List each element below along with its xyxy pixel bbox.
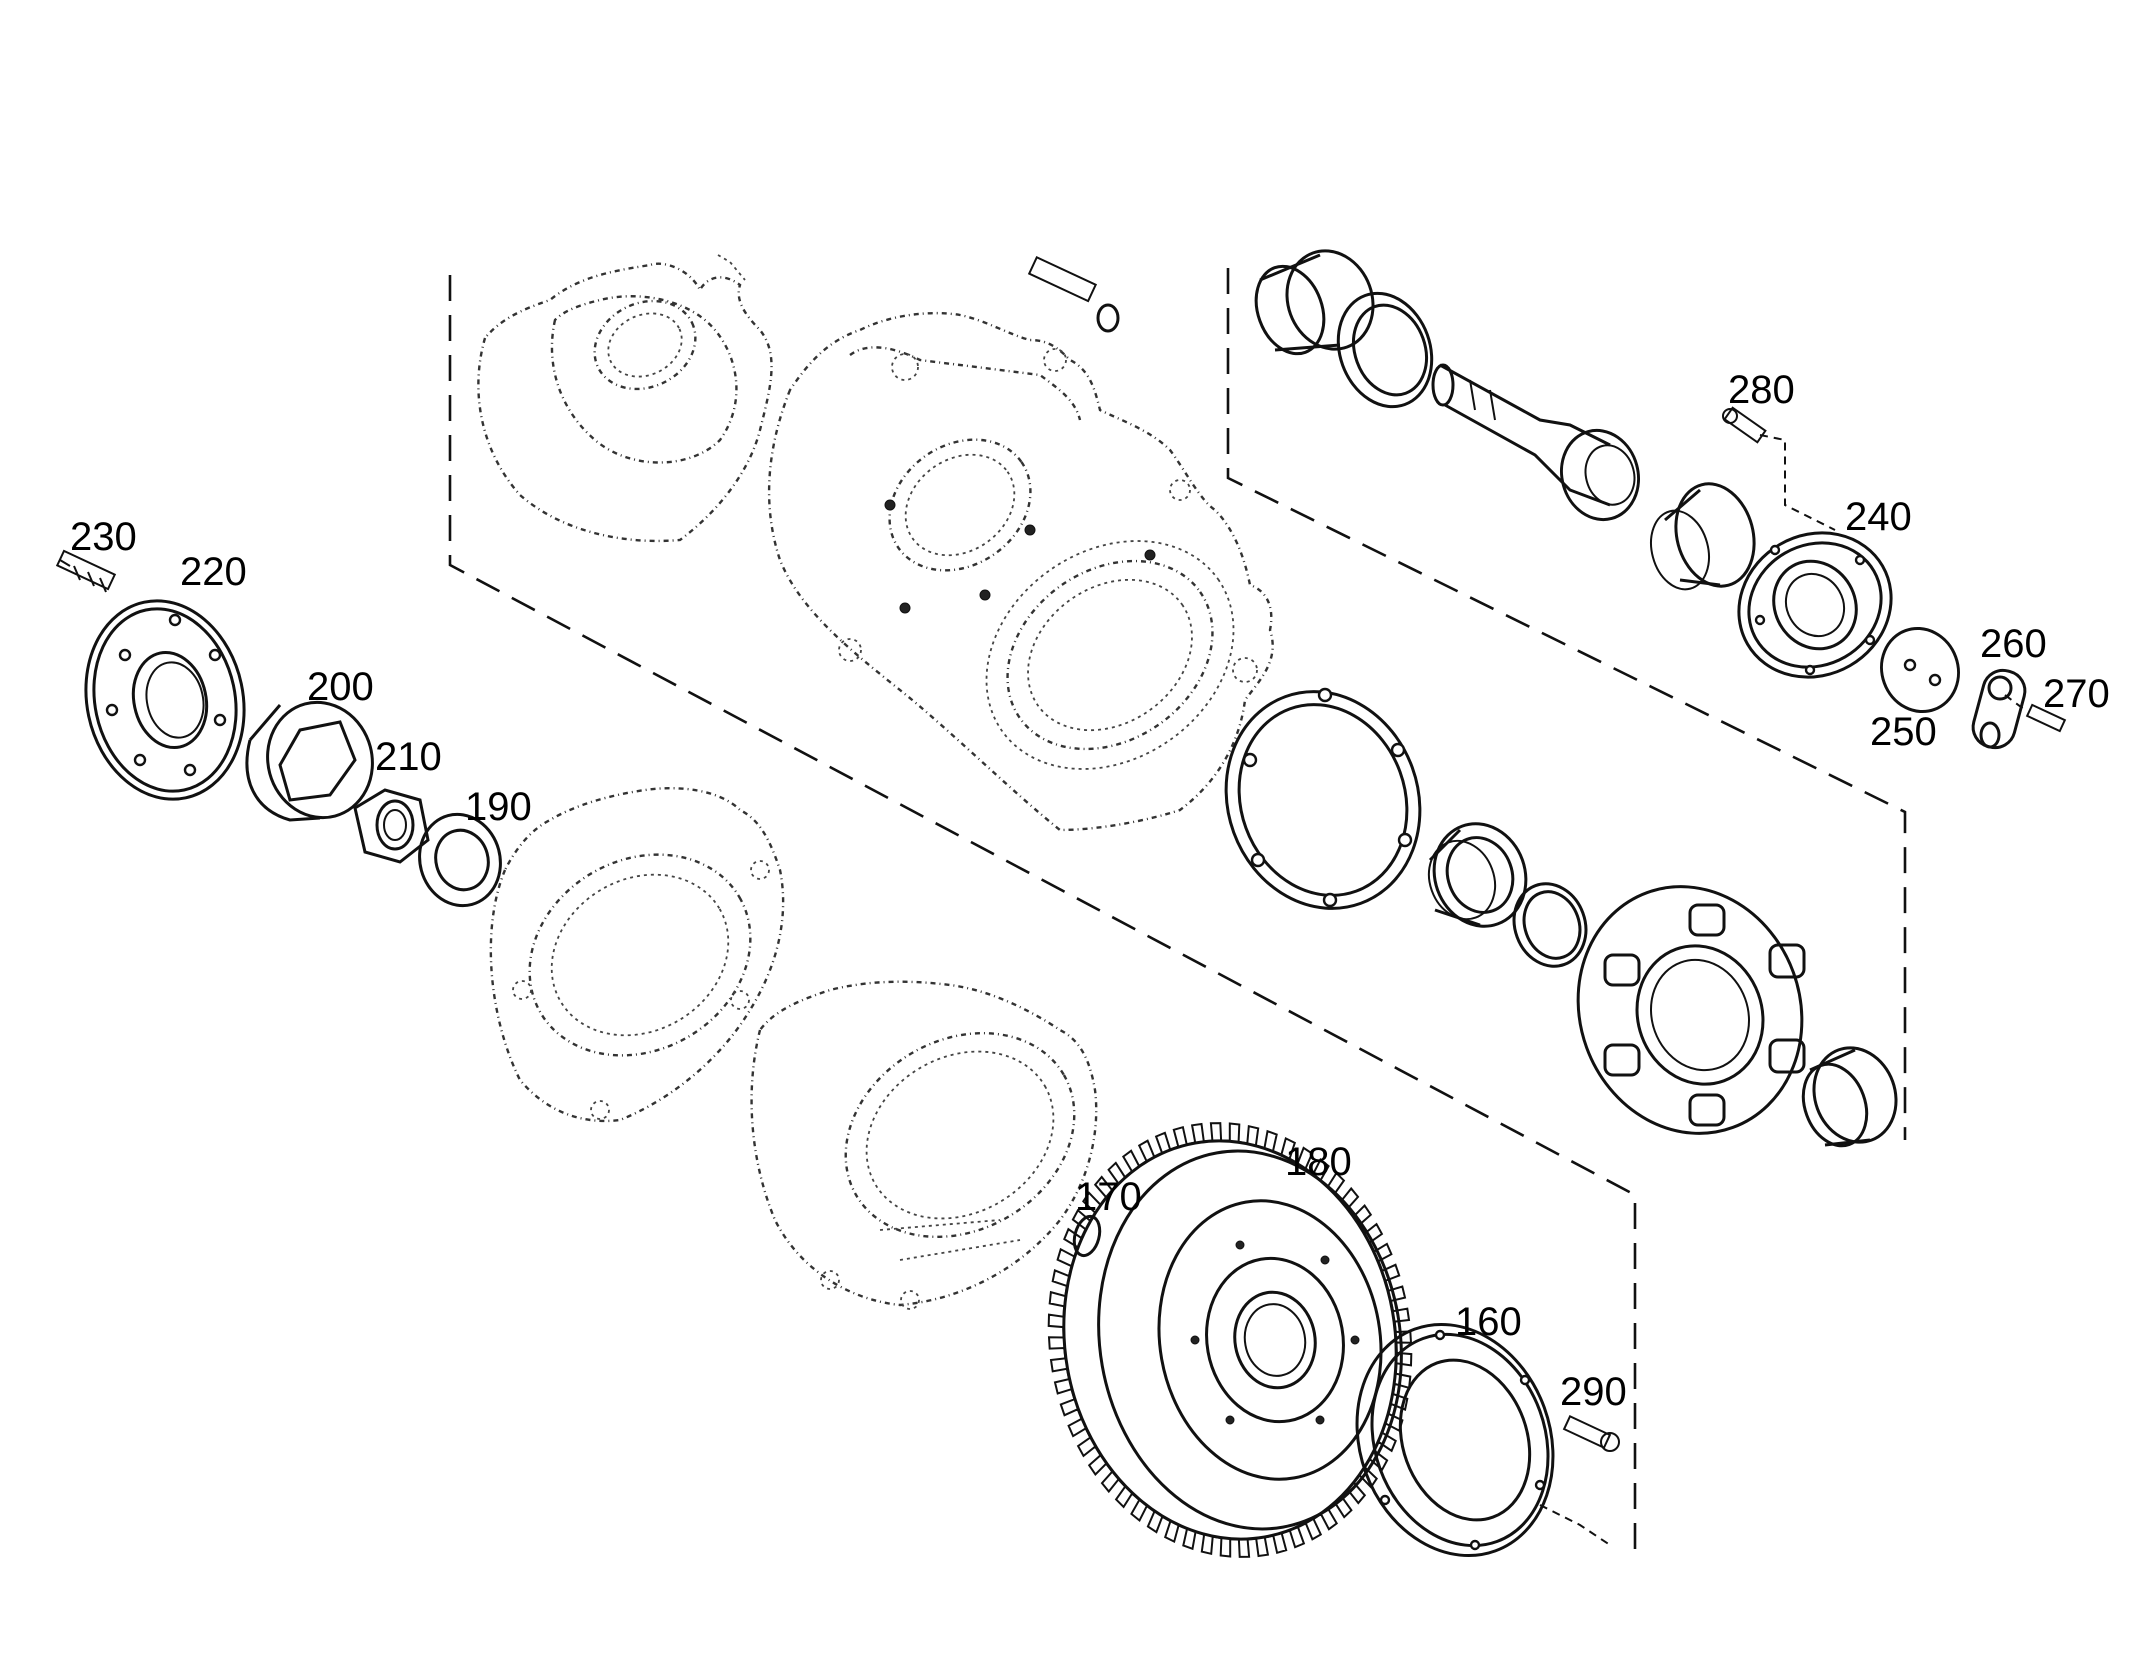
label-270: 270: [2043, 672, 2110, 716]
roller-bearing: [1427, 822, 1528, 928]
label-250: 250: [1870, 710, 1937, 754]
pump-housing: [489, 787, 785, 1123]
bearing-cup-lower: [1801, 1046, 1898, 1148]
part-220-flange: [84, 599, 246, 801]
label-220: 220: [180, 550, 247, 594]
part-280-bolt: [1722, 406, 1767, 444]
label-260: 260: [1980, 622, 2047, 666]
label-280: 280: [1728, 368, 1795, 412]
part-labels: 230 220 200 210 190 180 170 160 290 280 …: [70, 368, 2110, 1414]
part-290-bolt: [1562, 1415, 1620, 1452]
label-170: 170: [1075, 1175, 1142, 1219]
label-160: 160: [1455, 1300, 1522, 1344]
bushing: [1650, 482, 1756, 591]
part-230-bolt: [55, 549, 117, 593]
wheel-hub: [1576, 885, 1806, 1135]
taper-bearing-upper: [1254, 249, 1375, 356]
label-290: 290: [1560, 1370, 1627, 1414]
part-190-seal: [418, 812, 502, 908]
drive-shaft: [1431, 363, 1641, 522]
housing-bolt-and-washer: [1027, 255, 1120, 333]
part-200-sleeve: [245, 700, 374, 822]
label-210: 210: [375, 735, 442, 779]
part-180-gear: [1047, 1122, 1413, 1558]
snap-ring: [1512, 882, 1588, 968]
part-270-bolt: [2004, 694, 2067, 733]
label-200: 200: [307, 665, 374, 709]
group-boundary-lines: [448, 268, 1907, 1555]
transmission-housing: [767, 311, 1274, 832]
label-230: 230: [70, 515, 137, 559]
label-190: 190: [465, 785, 532, 829]
gasket: [1224, 687, 1422, 910]
bearing-cup-upper: [1336, 291, 1434, 409]
label-180: 180: [1285, 1140, 1352, 1184]
part-210-nut: [353, 788, 430, 864]
part-160-cover: [1355, 1322, 1555, 1558]
part-260-lock-plate: [1971, 668, 2027, 750]
housing-cover-plate: [477, 254, 773, 543]
part-250-cap: [1880, 626, 1960, 714]
part-240-flange: [1737, 531, 1893, 679]
label-240: 240: [1845, 495, 1912, 539]
planetary-carrier-housing: [750, 980, 1098, 1310]
